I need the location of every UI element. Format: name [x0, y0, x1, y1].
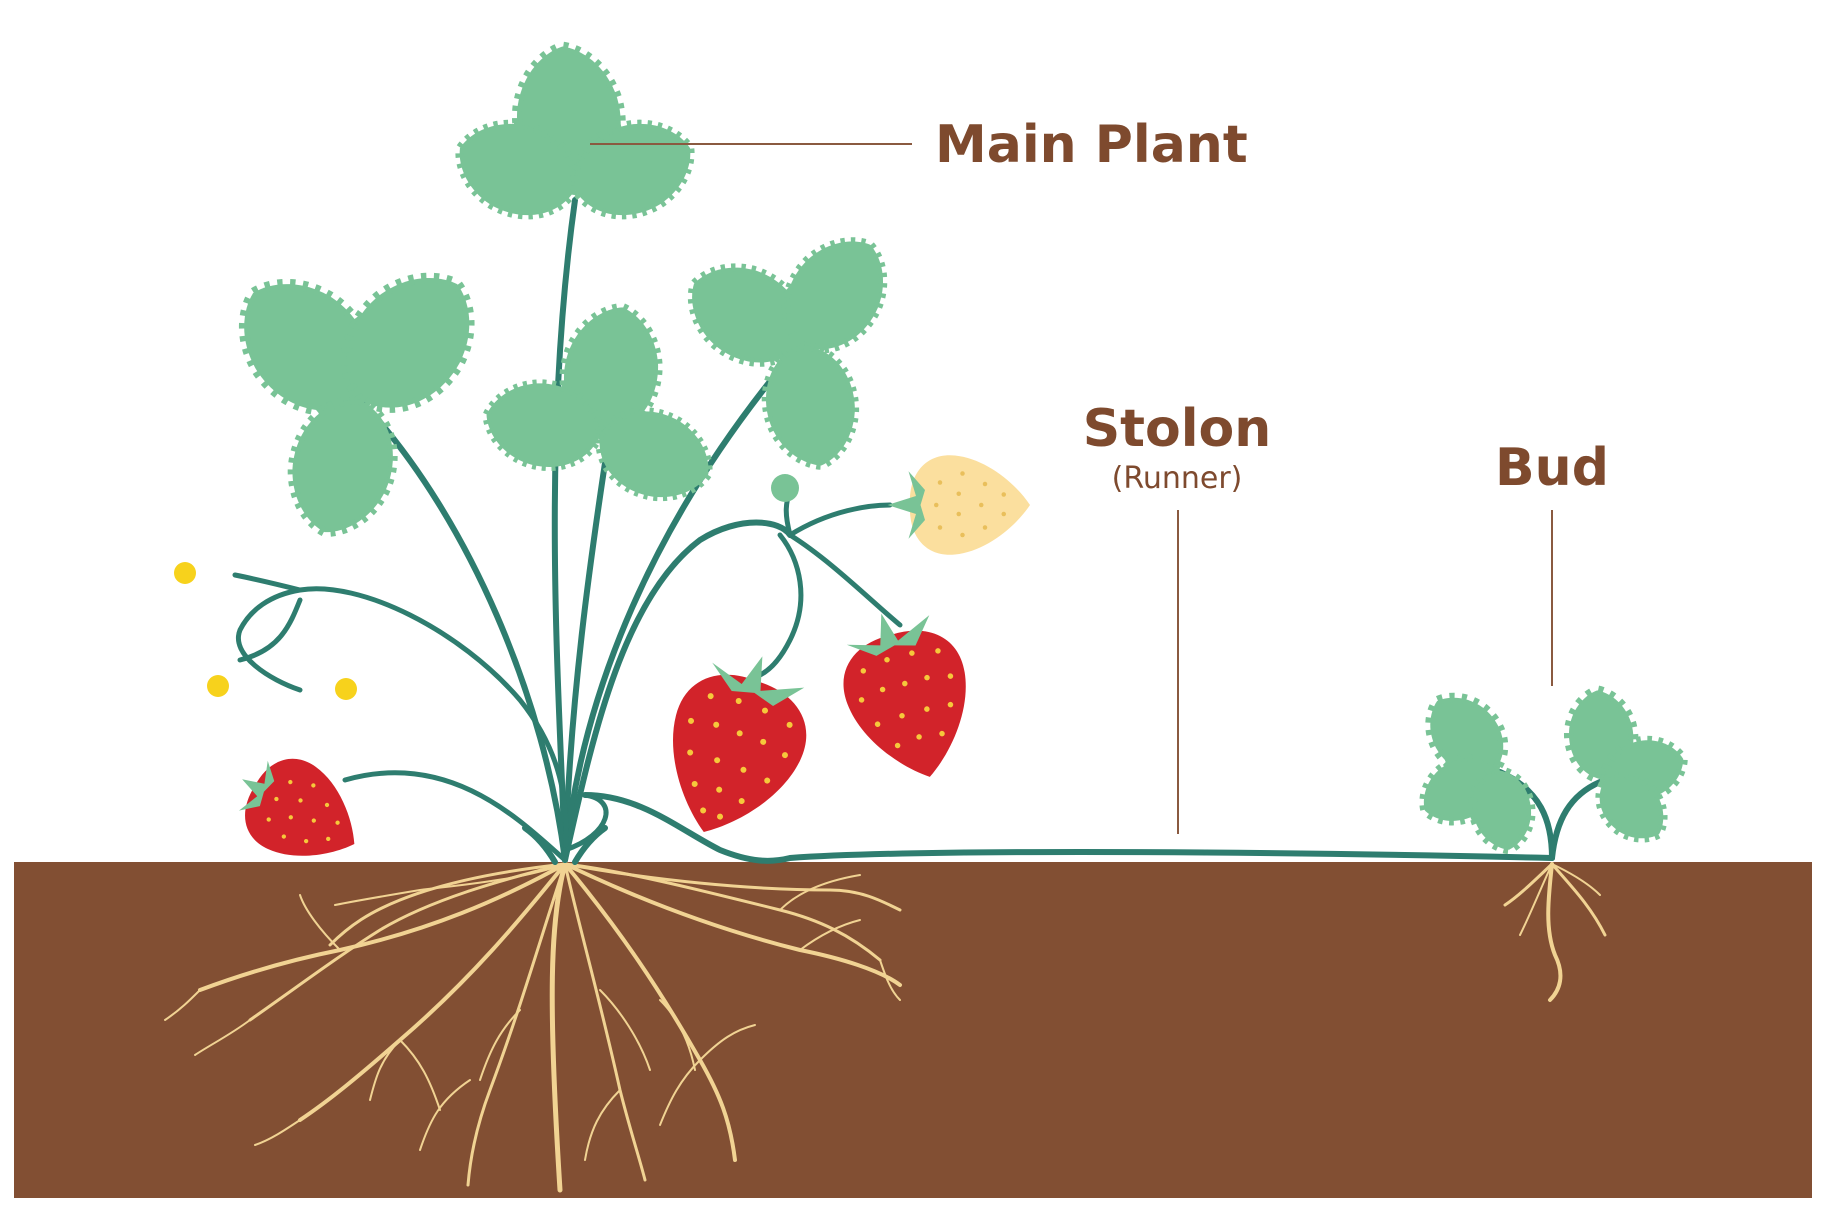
flower-buds [174, 474, 799, 700]
strawberry-hanging-center [641, 656, 821, 855]
soil [14, 862, 1812, 1198]
bud-label: Bud [1495, 438, 1609, 498]
bud-plant [1410, 680, 1690, 861]
label-main-plant-group: Main Plant [590, 115, 1248, 175]
main-plant-label: Main Plant [935, 115, 1248, 175]
strawberry-ground-left [230, 744, 379, 886]
label-stolon-group: Stolon (Runner) [1083, 399, 1272, 834]
bud-roots [1503, 862, 1607, 1002]
main-plant-stems [232, 197, 903, 865]
label-bud-group: Bud [1495, 438, 1609, 686]
strawberry-unripe [887, 455, 1030, 555]
runner-label: (Runner) [1112, 461, 1243, 496]
stolon-runner [582, 792, 1555, 864]
strawberry-hanging-right [832, 613, 989, 793]
main-plant-leaves [215, 42, 907, 545]
main-plant-roots [164, 861, 902, 1193]
stolon-label: Stolon [1083, 399, 1272, 459]
